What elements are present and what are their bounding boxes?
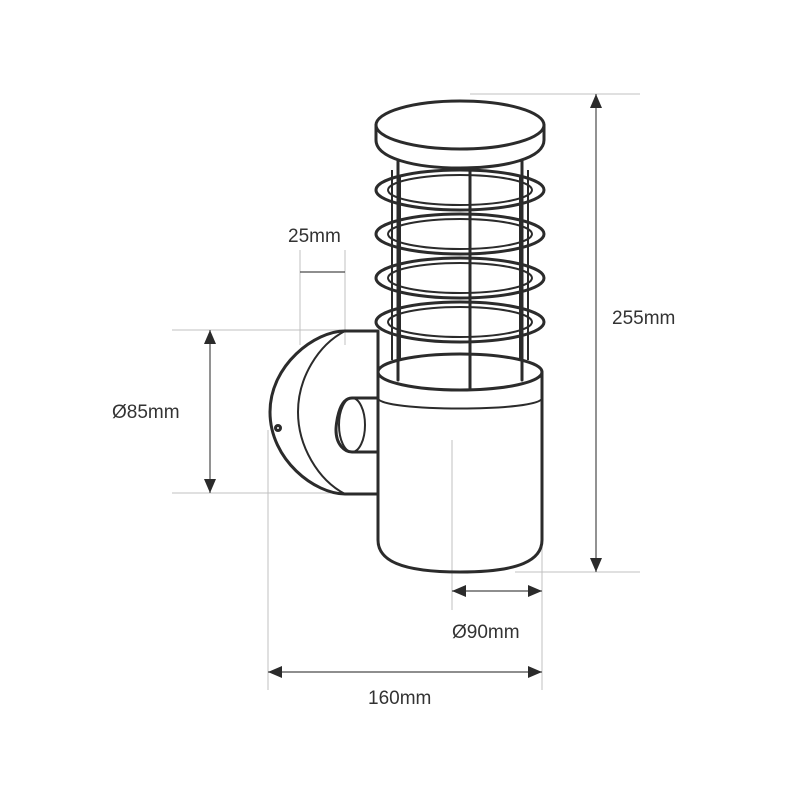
arm-offset-label: 25mm [288,226,341,247]
cage-rings [374,168,546,344]
depth-label: 160mm [368,688,431,709]
wall-plate [268,329,380,496]
top-cap [374,123,546,170]
wall-lantern [268,99,546,574]
screw-hole [274,424,282,432]
cylinder-body [376,370,544,574]
extension-lines [172,93,640,690]
base-diameter-label: Ø85mm [112,402,180,423]
dimension-lines [204,94,602,678]
body-diameter-label: Ø90mm [452,622,520,643]
height-label: 255mm [612,308,675,329]
